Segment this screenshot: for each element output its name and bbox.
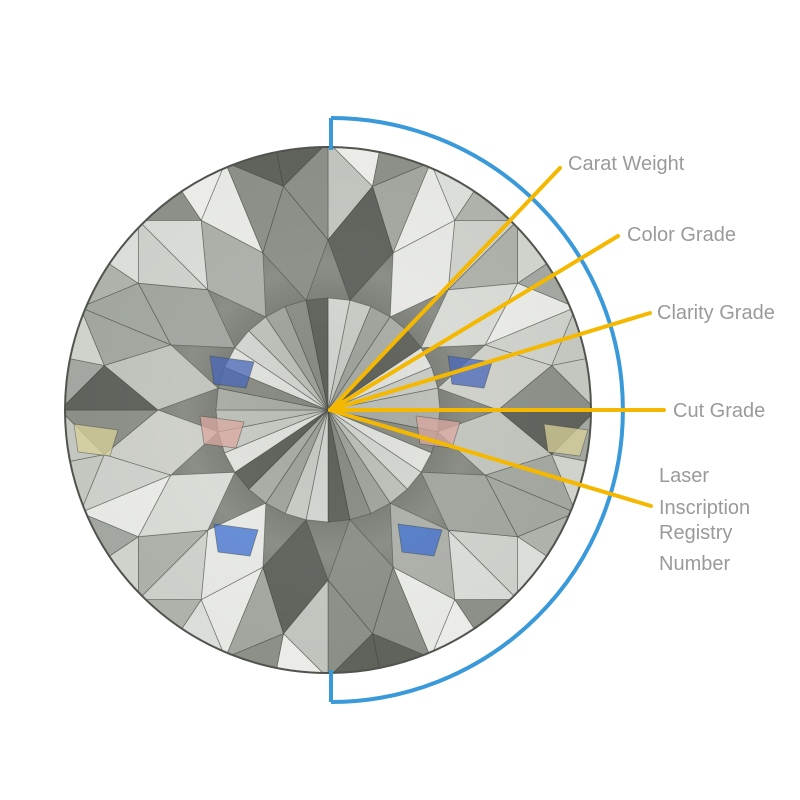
pointer-clarity-grade	[328, 311, 652, 412]
label-laser-line-4: Number	[659, 553, 730, 575]
pointer-laser-inscription	[328, 408, 653, 508]
label-laser-line-2: Inscription	[659, 497, 750, 519]
pointer-carat-weight	[328, 166, 562, 412]
pointer-color-grade	[328, 234, 620, 412]
facet-fire	[397, 523, 443, 557]
label-carat-weight: Carat Weight	[568, 153, 685, 175]
diamond-facets	[65, 147, 591, 673]
facet-fire	[543, 423, 589, 457]
label-cut-grade: Cut Grade	[673, 400, 765, 422]
facet-fire	[213, 523, 259, 557]
facet-fire	[73, 423, 119, 457]
label-color-grade: Color Grade	[627, 224, 736, 246]
label-laser-line-3: Registry	[659, 522, 732, 544]
facet-table	[305, 297, 329, 411]
pointer-lines	[328, 166, 666, 508]
label-clarity-grade: Clarity Grade	[657, 302, 775, 324]
facet-kite	[262, 185, 329, 301]
label-laser-line-1: Laser	[659, 465, 709, 487]
facet-fire	[199, 415, 245, 449]
facet-fire	[209, 355, 255, 389]
diamond-image	[64, 146, 592, 674]
